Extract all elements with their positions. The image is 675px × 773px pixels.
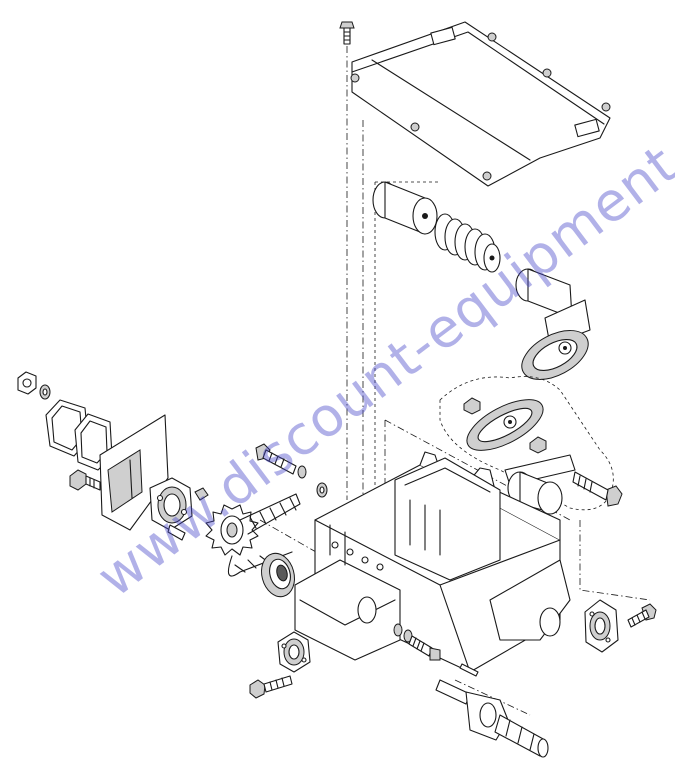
right-hex-bolt <box>572 471 623 507</box>
main-frame-housing <box>294 451 571 673</box>
eccentric-subassembly <box>439 376 614 515</box>
right-flange-bolt <box>627 603 657 628</box>
seal-ring <box>261 552 295 598</box>
small-pin-bolt <box>167 487 209 541</box>
bearing-flange-bottom-left <box>277 631 311 673</box>
bearing-flange-left <box>149 477 193 531</box>
left-nut-washer <box>17 371 51 400</box>
bottom-left-bolt <box>249 675 293 699</box>
upper-bolt-washer <box>255 443 328 498</box>
drive-sprocket <box>205 504 259 556</box>
bearing-flange-right <box>584 599 619 653</box>
left-bolt <box>69 469 101 491</box>
drum-spool <box>372 181 438 235</box>
top-screw <box>339 21 355 45</box>
top-cover-plate <box>350 21 611 187</box>
eccentric-weight-upper <box>515 268 591 380</box>
drive-chain <box>227 493 301 577</box>
center-bottom-bolt <box>393 623 441 661</box>
coil-spring <box>434 213 501 273</box>
output-shaft-yoke <box>435 679 549 758</box>
key-pin <box>459 663 479 677</box>
